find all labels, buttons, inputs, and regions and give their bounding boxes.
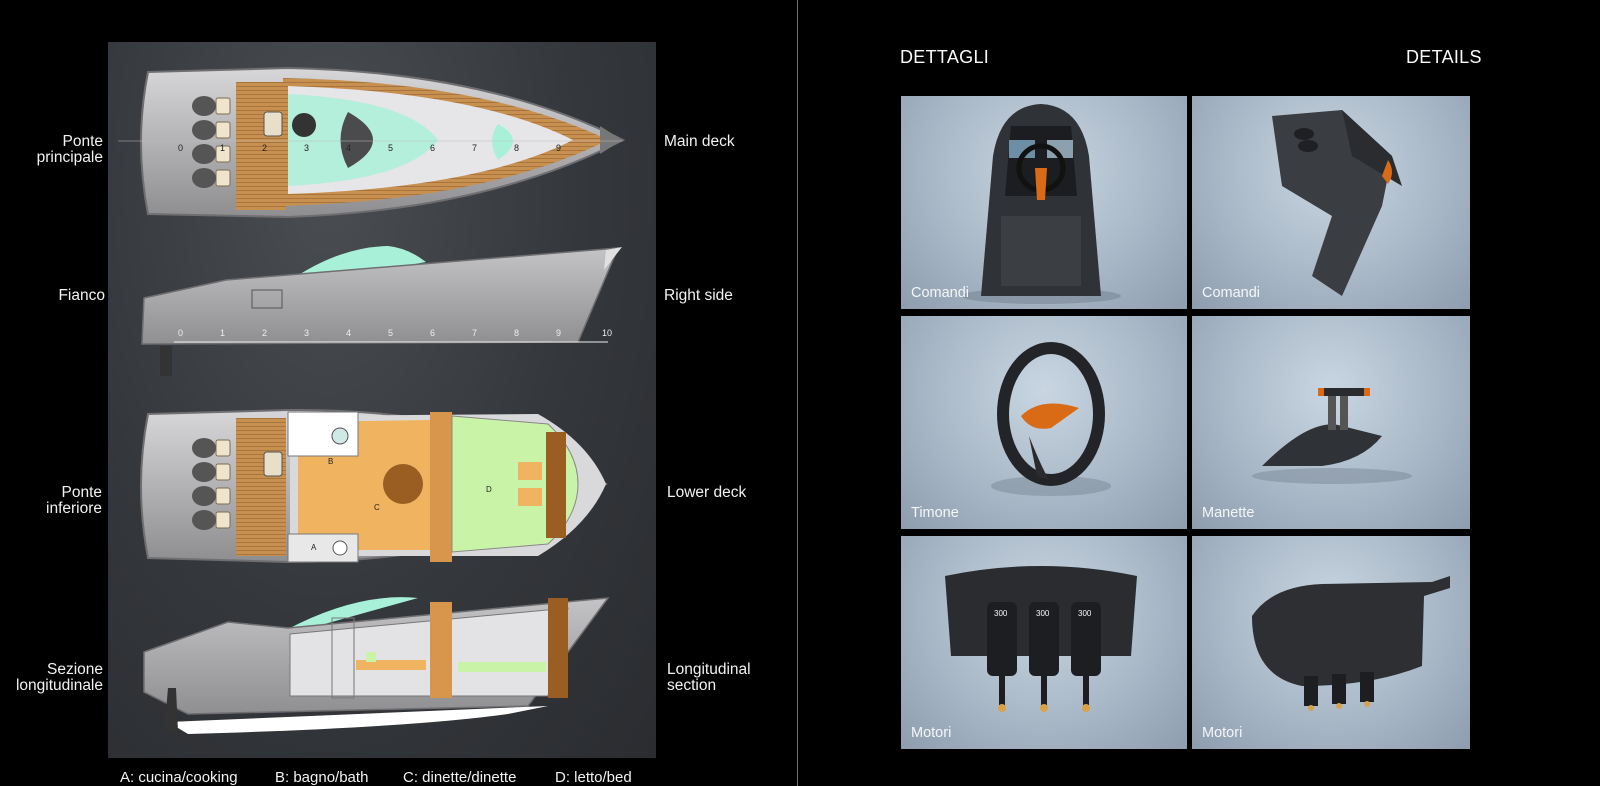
label-main-deck-it: Ponte principale [36, 133, 103, 166]
deck-number: 0 [178, 143, 183, 153]
steering-wheel-render [991, 342, 1111, 496]
scale-number: 5 [388, 328, 393, 338]
deck-number: 8 [514, 143, 519, 153]
scale-number: 2 [262, 328, 267, 338]
label-side-en: Right side [664, 287, 733, 304]
lower-deck-plan: A B C D [140, 408, 608, 564]
tile-caption: Timone [911, 505, 959, 521]
label-section-it: Sezione longitudinale [15, 661, 103, 694]
deck-number: 5 [388, 143, 393, 153]
yacht-plans-drawing: 0 1 2 3 4 5 6 7 8 9 0 1 2 3 [118, 66, 626, 734]
scale-number: 4 [346, 328, 351, 338]
scale-number: 1 [220, 328, 225, 338]
detail-tile-engines-rear[interactable]: 300 300 300 Motori [901, 536, 1187, 749]
room-letter-b: B [328, 457, 333, 466]
console-front-render [961, 104, 1121, 304]
tile-caption: Comandi [911, 285, 970, 301]
detail-tile-controls-front[interactable]: Comandi [901, 96, 1187, 309]
room-letter-c: C [374, 503, 380, 512]
scale-number: 3 [304, 328, 309, 338]
engines-rear-render: 300 300 300 [945, 566, 1137, 712]
engines-side-render [1252, 576, 1450, 711]
room-letter-d: D [486, 485, 492, 494]
console-angle-render [1272, 110, 1402, 296]
detail-tile-engines-side[interactable]: Motori [1192, 536, 1470, 749]
room-letter-a: A [311, 543, 317, 552]
detail-tile-throttles[interactable]: Manette [1192, 316, 1470, 529]
tile-caption: Motori [1202, 725, 1243, 741]
vertical-divider [797, 0, 798, 786]
tile-caption: Comandi [1202, 285, 1261, 301]
deck-number: 3 [304, 143, 309, 153]
side-profile: 0 1 2 3 4 5 6 7 8 9 10 [141, 246, 622, 376]
heading-details: DETAILS [1406, 47, 1482, 67]
engine-badge: 300 [1078, 609, 1092, 618]
scale-number: 0 [178, 328, 183, 338]
scale-number: 10 [602, 328, 612, 338]
label-side-it: Fianco [58, 287, 105, 304]
deck-number: 1 [220, 143, 225, 153]
label-main-deck-en: Main deck [664, 133, 735, 150]
label-lower-deck-en: Lower deck [667, 484, 747, 501]
yacht-plans-panel: 0 1 2 3 4 5 6 7 8 9 0 1 2 3 [108, 42, 656, 758]
legend-bath: B: bagno/bath [275, 769, 369, 786]
throttles-render [1252, 388, 1412, 484]
legend-bed: D: letto/bed [555, 769, 632, 786]
scale-number: 6 [430, 328, 435, 338]
legend-cooking: A: cucina/cooking [120, 769, 238, 786]
deck-number: 4 [346, 143, 351, 153]
deck-number: 9 [556, 143, 561, 153]
label-section-en: Longitudinal section [667, 661, 751, 694]
scale-number: 8 [514, 328, 519, 338]
deck-number: 2 [262, 143, 267, 153]
engine-badge: 300 [994, 609, 1008, 618]
main-deck-plan: 0 1 2 3 4 5 6 7 8 9 [118, 66, 626, 219]
legend-dinette: C: dinette/dinette [403, 769, 517, 786]
tile-caption: Motori [911, 725, 952, 741]
scale-number: 9 [556, 328, 561, 338]
heading-dettagli: DETTAGLI [900, 47, 990, 67]
engine-badge: 300 [1036, 609, 1050, 618]
detail-tile-controls-angle[interactable]: Comandi [1192, 96, 1470, 309]
longitudinal-section [143, 597, 610, 734]
deck-number: 6 [430, 143, 435, 153]
detail-tile-steering-wheel[interactable]: Timone [901, 316, 1187, 529]
label-lower-deck-it: Ponte inferiore [46, 484, 102, 517]
scale-number: 7 [472, 328, 477, 338]
deck-number: 7 [472, 143, 477, 153]
tile-caption: Manette [1202, 505, 1255, 521]
